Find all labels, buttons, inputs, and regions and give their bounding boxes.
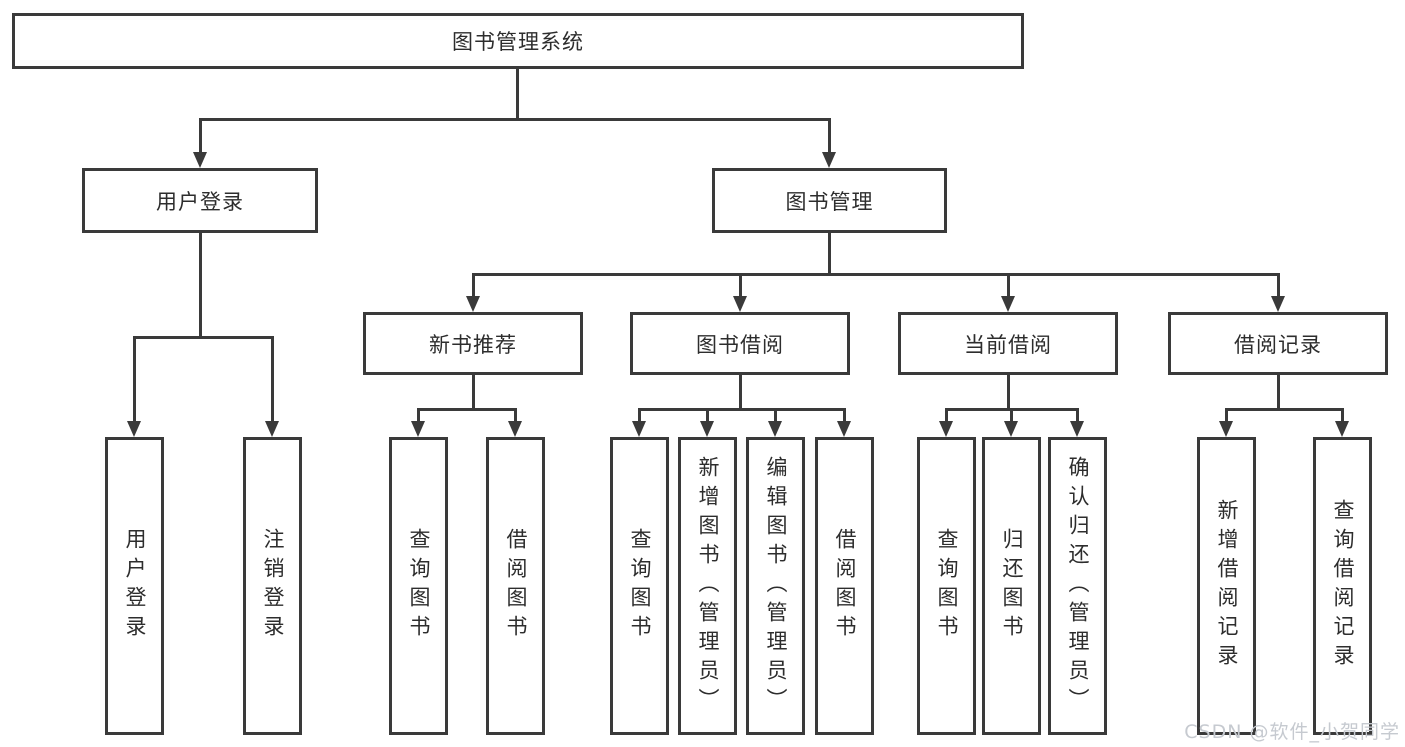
leaf-query-books-current: 查询图书 (917, 437, 976, 735)
connector-arrowhead (1070, 421, 1084, 437)
connector-arrowhead (939, 421, 953, 437)
leaf-query-books-current-label: 查询图书 (935, 528, 959, 644)
connector-vline (739, 375, 742, 408)
node-new-book-recommendation: 新书推荐 (363, 312, 583, 375)
connector-vline (1010, 408, 1013, 422)
node-user-login-label: 用户登录 (156, 189, 244, 214)
connector-vline (945, 408, 948, 422)
connector-vline (706, 408, 709, 422)
connector-vline (1007, 273, 1010, 297)
leaf-add-book-admin-label: 新增图书（管理员） (696, 455, 720, 717)
leaf-logout-label: 注销登录 (261, 528, 285, 644)
connector-arrowhead (1335, 421, 1349, 437)
leaf-add-borrow-record-label: 新增借阅记录 (1215, 499, 1239, 673)
watermark: CSDN @软件_小贺同学 (1184, 721, 1400, 743)
connector-arrowhead (700, 421, 714, 437)
connector-vline (638, 408, 641, 422)
node-book-borrowing-label: 图书借阅 (696, 332, 784, 357)
node-book-management-label: 图书管理 (785, 189, 874, 214)
node-book-borrowing: 图书借阅 (630, 312, 850, 375)
leaf-user-login: 用户登录 (105, 437, 164, 735)
connector-arrowhead (127, 421, 141, 437)
leaf-borrow-books-borrowing-label: 借阅图书 (833, 528, 857, 644)
connector-arrowhead (1271, 296, 1285, 312)
leaf-borrow-books-recommend: 借阅图书 (486, 437, 545, 735)
leaf-return-books-label: 归还图书 (1000, 528, 1024, 644)
leaf-query-borrow-record: 查询借阅记录 (1313, 437, 1372, 735)
leaf-return-books: 归还图书 (982, 437, 1041, 735)
connector-vline (828, 118, 831, 152)
leaf-add-borrow-record: 新增借阅记录 (1197, 437, 1256, 735)
connector-vline (828, 233, 831, 273)
node-book-management: 图书管理 (712, 168, 947, 233)
connector-hline (133, 336, 273, 339)
node-current-borrowing-label: 当前借阅 (964, 332, 1052, 357)
connector-vline (514, 408, 517, 422)
node-root-label: 图书管理系统 (452, 30, 584, 54)
leaf-add-book-admin: 新增图书（管理员） (678, 437, 737, 735)
connector-arrowhead (265, 421, 279, 437)
connector-arrowhead (466, 296, 480, 312)
leaf-borrow-books-recommend-label: 借阅图书 (504, 528, 528, 644)
leaf-confirm-return-admin: 确认归还（管理员） (1048, 437, 1107, 735)
connector-arrowhead (733, 296, 747, 312)
leaf-confirm-return-admin-label: 确认归还（管理员） (1066, 455, 1090, 717)
connector-vline (199, 118, 202, 152)
connector-vline (472, 273, 475, 297)
leaf-edit-book-admin-label: 编辑图书（管理员） (764, 455, 788, 717)
node-borrow-records-label: 借阅记录 (1234, 332, 1322, 357)
leaf-query-books-recommend: 查询图书 (389, 437, 448, 735)
node-user-login: 用户登录 (82, 168, 318, 233)
connector-vline (417, 408, 420, 422)
connector-vline (199, 233, 202, 336)
connector-vline (739, 273, 742, 297)
leaf-user-login-label: 用户登录 (123, 528, 147, 644)
leaf-query-books-recommend-label: 查询图书 (407, 528, 431, 644)
connector-vline (1341, 408, 1344, 422)
connector-hline (199, 118, 830, 121)
connector-vline (1007, 375, 1010, 408)
connector-vline (1076, 408, 1079, 422)
connector-arrowhead (822, 152, 836, 168)
connector-arrowhead (1219, 421, 1233, 437)
connector-vline (133, 336, 136, 421)
connector-hline (1225, 408, 1343, 411)
connector-hline (417, 408, 517, 411)
connector-vline (271, 336, 274, 421)
connector-arrowhead (768, 421, 782, 437)
connector-vline (516, 69, 519, 118)
node-new-book-recommendation-label: 新书推荐 (429, 332, 517, 357)
connector-vline (774, 408, 777, 422)
leaf-query-borrow-record-label: 查询借阅记录 (1331, 499, 1355, 673)
connector-arrowhead (411, 421, 425, 437)
connector-vline (843, 408, 846, 422)
leaf-edit-book-admin: 编辑图书（管理员） (746, 437, 805, 735)
connector-arrowhead (508, 421, 522, 437)
connector-hline (472, 273, 1280, 276)
leaf-borrow-books-borrowing: 借阅图书 (815, 437, 874, 735)
connector-vline (472, 375, 475, 408)
node-borrow-records: 借阅记录 (1168, 312, 1388, 375)
node-current-borrowing: 当前借阅 (898, 312, 1118, 375)
connector-hline (638, 408, 845, 411)
node-root: 图书管理系统 (12, 13, 1024, 69)
leaf-query-books-borrowing-label: 查询图书 (628, 528, 652, 644)
connector-vline (1277, 375, 1280, 408)
connector-arrowhead (632, 421, 646, 437)
connector-arrowhead (1001, 296, 1015, 312)
leaf-query-books-borrowing: 查询图书 (610, 437, 669, 735)
connector-arrowhead (193, 152, 207, 168)
connector-arrowhead (837, 421, 851, 437)
connector-vline (1225, 408, 1228, 422)
leaf-logout: 注销登录 (243, 437, 302, 735)
connector-arrowhead (1004, 421, 1018, 437)
connector-vline (1277, 273, 1280, 297)
